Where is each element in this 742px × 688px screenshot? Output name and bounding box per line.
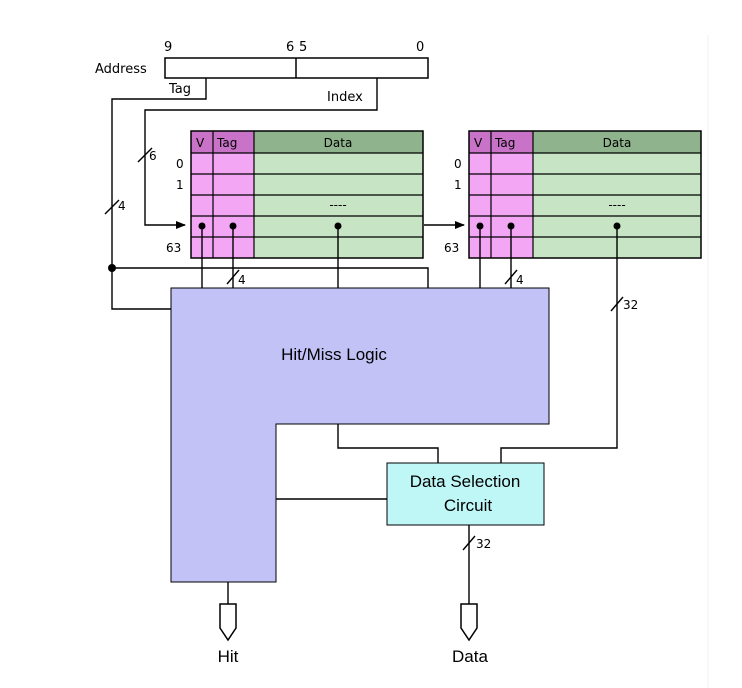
address-bit-0: 0: [416, 40, 424, 55]
way2-header-v-cell: [469, 131, 491, 153]
way1-tag-slash: [226, 269, 240, 285]
way1-row-0: 0: [176, 157, 184, 171]
way2-data-slash: [610, 296, 624, 312]
address-register: Address 9 6 5 0 Tag Index: [95, 40, 429, 105]
way2-row-0: 0: [454, 157, 462, 171]
way-output-wires: 4 4 32: [201, 226, 638, 463]
tag-broadcast-wires: [108, 264, 429, 288]
way2-tag-slash: [504, 269, 518, 285]
data-output-label: Data: [452, 647, 488, 666]
data-out-width: 32: [476, 537, 491, 551]
hit-miss-logic-label: Hit/Miss Logic: [281, 345, 387, 364]
data-selection-label-line1: Data Selection: [410, 472, 521, 491]
index-bus-width: 6: [149, 149, 157, 163]
data-output-pin: [460, 603, 478, 642]
cache-way-1: V Tag Data 0 1 63 ----: [166, 130, 424, 259]
way2-valid-tag-column: [469, 153, 533, 258]
tag-bus-width: 4: [118, 199, 126, 213]
address-bit-5: 5: [299, 40, 307, 55]
hit-miss-logic: Hit/Miss Logic: [170, 287, 550, 583]
way2-tag-header: Tag: [494, 136, 515, 150]
tag-field-label: Tag: [168, 82, 191, 97]
data-selection-block: [386, 462, 545, 526]
data-selection-circuit: Data Selection Circuit: [276, 424, 545, 526]
data-out-slash: [462, 535, 476, 551]
data-selection-label-line2: Circuit: [444, 496, 492, 515]
hit-output-pin: [219, 603, 237, 642]
way2-header-data-cell: [533, 131, 701, 153]
address-wires: 4 6: [104, 78, 465, 310]
way1-data-wire: [337, 424, 439, 463]
way2-data-header: Data: [603, 136, 632, 150]
way1-tag-width: 4: [238, 273, 246, 287]
way2-data-width: 32: [623, 298, 638, 312]
index-wire: [144, 78, 378, 229]
address-bit-6: 6: [286, 40, 294, 55]
way1-header-v-cell: [191, 131, 213, 153]
address-label: Address: [95, 62, 147, 77]
tag-junction-dot: [108, 264, 116, 272]
tag-bus-slash: [104, 199, 120, 215]
outputs: Hit 32 Data: [218, 525, 491, 666]
index-field-label: Index: [327, 90, 363, 105]
way1-valid-tag-column: [191, 153, 254, 258]
way2-v-header: V: [474, 136, 483, 150]
way1-v-header: V: [196, 136, 205, 150]
hit-output-label: Hit: [218, 647, 239, 666]
hit-miss-logic-block: [170, 287, 550, 583]
way2-row-1: 1: [454, 178, 462, 192]
way1-header-tag-cell: [213, 131, 254, 153]
way1-row-1: 1: [176, 178, 184, 192]
way2-row-63: 63: [444, 241, 459, 255]
way2-ellipsis: ----: [608, 198, 625, 212]
way2-data-wire: [500, 226, 618, 463]
tag-wire: [111, 78, 207, 310]
way1-tag-header: Tag: [216, 136, 237, 150]
way2-header-tag-cell: [491, 131, 533, 153]
way1-row-63: 63: [166, 241, 181, 255]
tag-broadcast-wire: [112, 267, 429, 288]
way1-data-header: Data: [324, 136, 353, 150]
way1-header-data-cell: [254, 131, 423, 153]
index-bus-slash: [137, 147, 153, 163]
cache-way-2: V Tag Data 0 1 63 ----: [444, 130, 702, 259]
way2-tag-width: 4: [516, 273, 524, 287]
way1-ellipsis: ----: [329, 198, 346, 212]
address-bit-9: 9: [164, 40, 172, 55]
